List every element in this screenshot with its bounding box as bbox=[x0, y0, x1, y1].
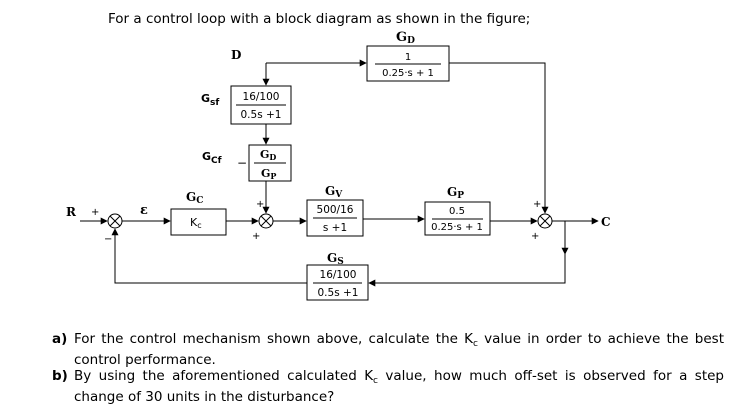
block-diagram: For a control loop with a block diagram … bbox=[66, 11, 611, 301]
sum2-plus-top: + bbox=[256, 199, 264, 210]
gc-gain: Kc bbox=[190, 216, 202, 230]
sum3-plus-top: + bbox=[533, 199, 541, 210]
feedback-line-return bbox=[111, 228, 307, 284]
question-b: b) By using the aforementioned calculate… bbox=[52, 368, 724, 405]
gsf-label: Gsf bbox=[201, 92, 219, 108]
gp-denominator: 0.25·s + 1 bbox=[431, 222, 483, 233]
summing-junction-3 bbox=[537, 213, 553, 229]
gsf-block bbox=[230, 85, 292, 125]
disturbance-label: D bbox=[231, 48, 241, 62]
gcf-sign: − bbox=[237, 156, 247, 170]
sum2-plus-left: + bbox=[252, 231, 260, 242]
question-b-text: By using the aforementioned calculated K… bbox=[74, 368, 724, 405]
summing-junction-1 bbox=[107, 213, 123, 229]
gcf-denominator: GP bbox=[261, 167, 276, 181]
feedback-line-to-gs bbox=[368, 254, 566, 287]
gp-block bbox=[424, 201, 491, 236]
gs-label: GS bbox=[327, 251, 344, 267]
gv-block bbox=[306, 199, 364, 237]
gs-denominator: 0.5s +1 bbox=[318, 287, 359, 299]
gd-denominator: 0.25·s + 1 bbox=[382, 68, 434, 79]
gp-label: GP bbox=[447, 185, 464, 201]
summing-junction-2 bbox=[258, 213, 274, 229]
input-r-label: R bbox=[66, 205, 77, 219]
gd-output-line bbox=[449, 62, 549, 214]
gp-numerator: 0.5 bbox=[449, 206, 465, 217]
sum1-plus-sign: + bbox=[91, 207, 99, 218]
gc-label: GC bbox=[186, 190, 203, 206]
error-label: ε bbox=[140, 203, 148, 218]
question-b-label: b) bbox=[52, 368, 68, 384]
gc-block bbox=[170, 208, 227, 236]
question-a: a) For the control mechanism shown above… bbox=[52, 331, 724, 368]
gsf-numerator: 16/100 bbox=[243, 91, 280, 103]
questions: a) For the control mechanism shown above… bbox=[52, 331, 724, 405]
problem-statement: For a control loop with a block diagram … bbox=[108, 11, 530, 27]
gd-numerator: 1 bbox=[405, 52, 411, 63]
sum1-minus-sign: − bbox=[104, 234, 112, 245]
question-a-label: a) bbox=[52, 331, 68, 347]
sum3-plus-bottom: + bbox=[531, 231, 539, 242]
gcf-label: GCf bbox=[202, 150, 222, 166]
gcf-block bbox=[248, 144, 292, 182]
output-c-label: C bbox=[601, 215, 611, 229]
gd-label: GD bbox=[396, 30, 415, 46]
gcf-numerator: GD bbox=[260, 148, 276, 162]
gsf-denominator: 0.5s +1 bbox=[241, 109, 282, 121]
gv-denominator: s +1 bbox=[323, 222, 347, 234]
question-a-text: For the control mechanism shown above, c… bbox=[74, 331, 725, 368]
gv-label: GV bbox=[325, 184, 343, 200]
gs-numerator: 16/100 bbox=[320, 269, 357, 281]
gv-numerator: 500/16 bbox=[317, 204, 354, 216]
